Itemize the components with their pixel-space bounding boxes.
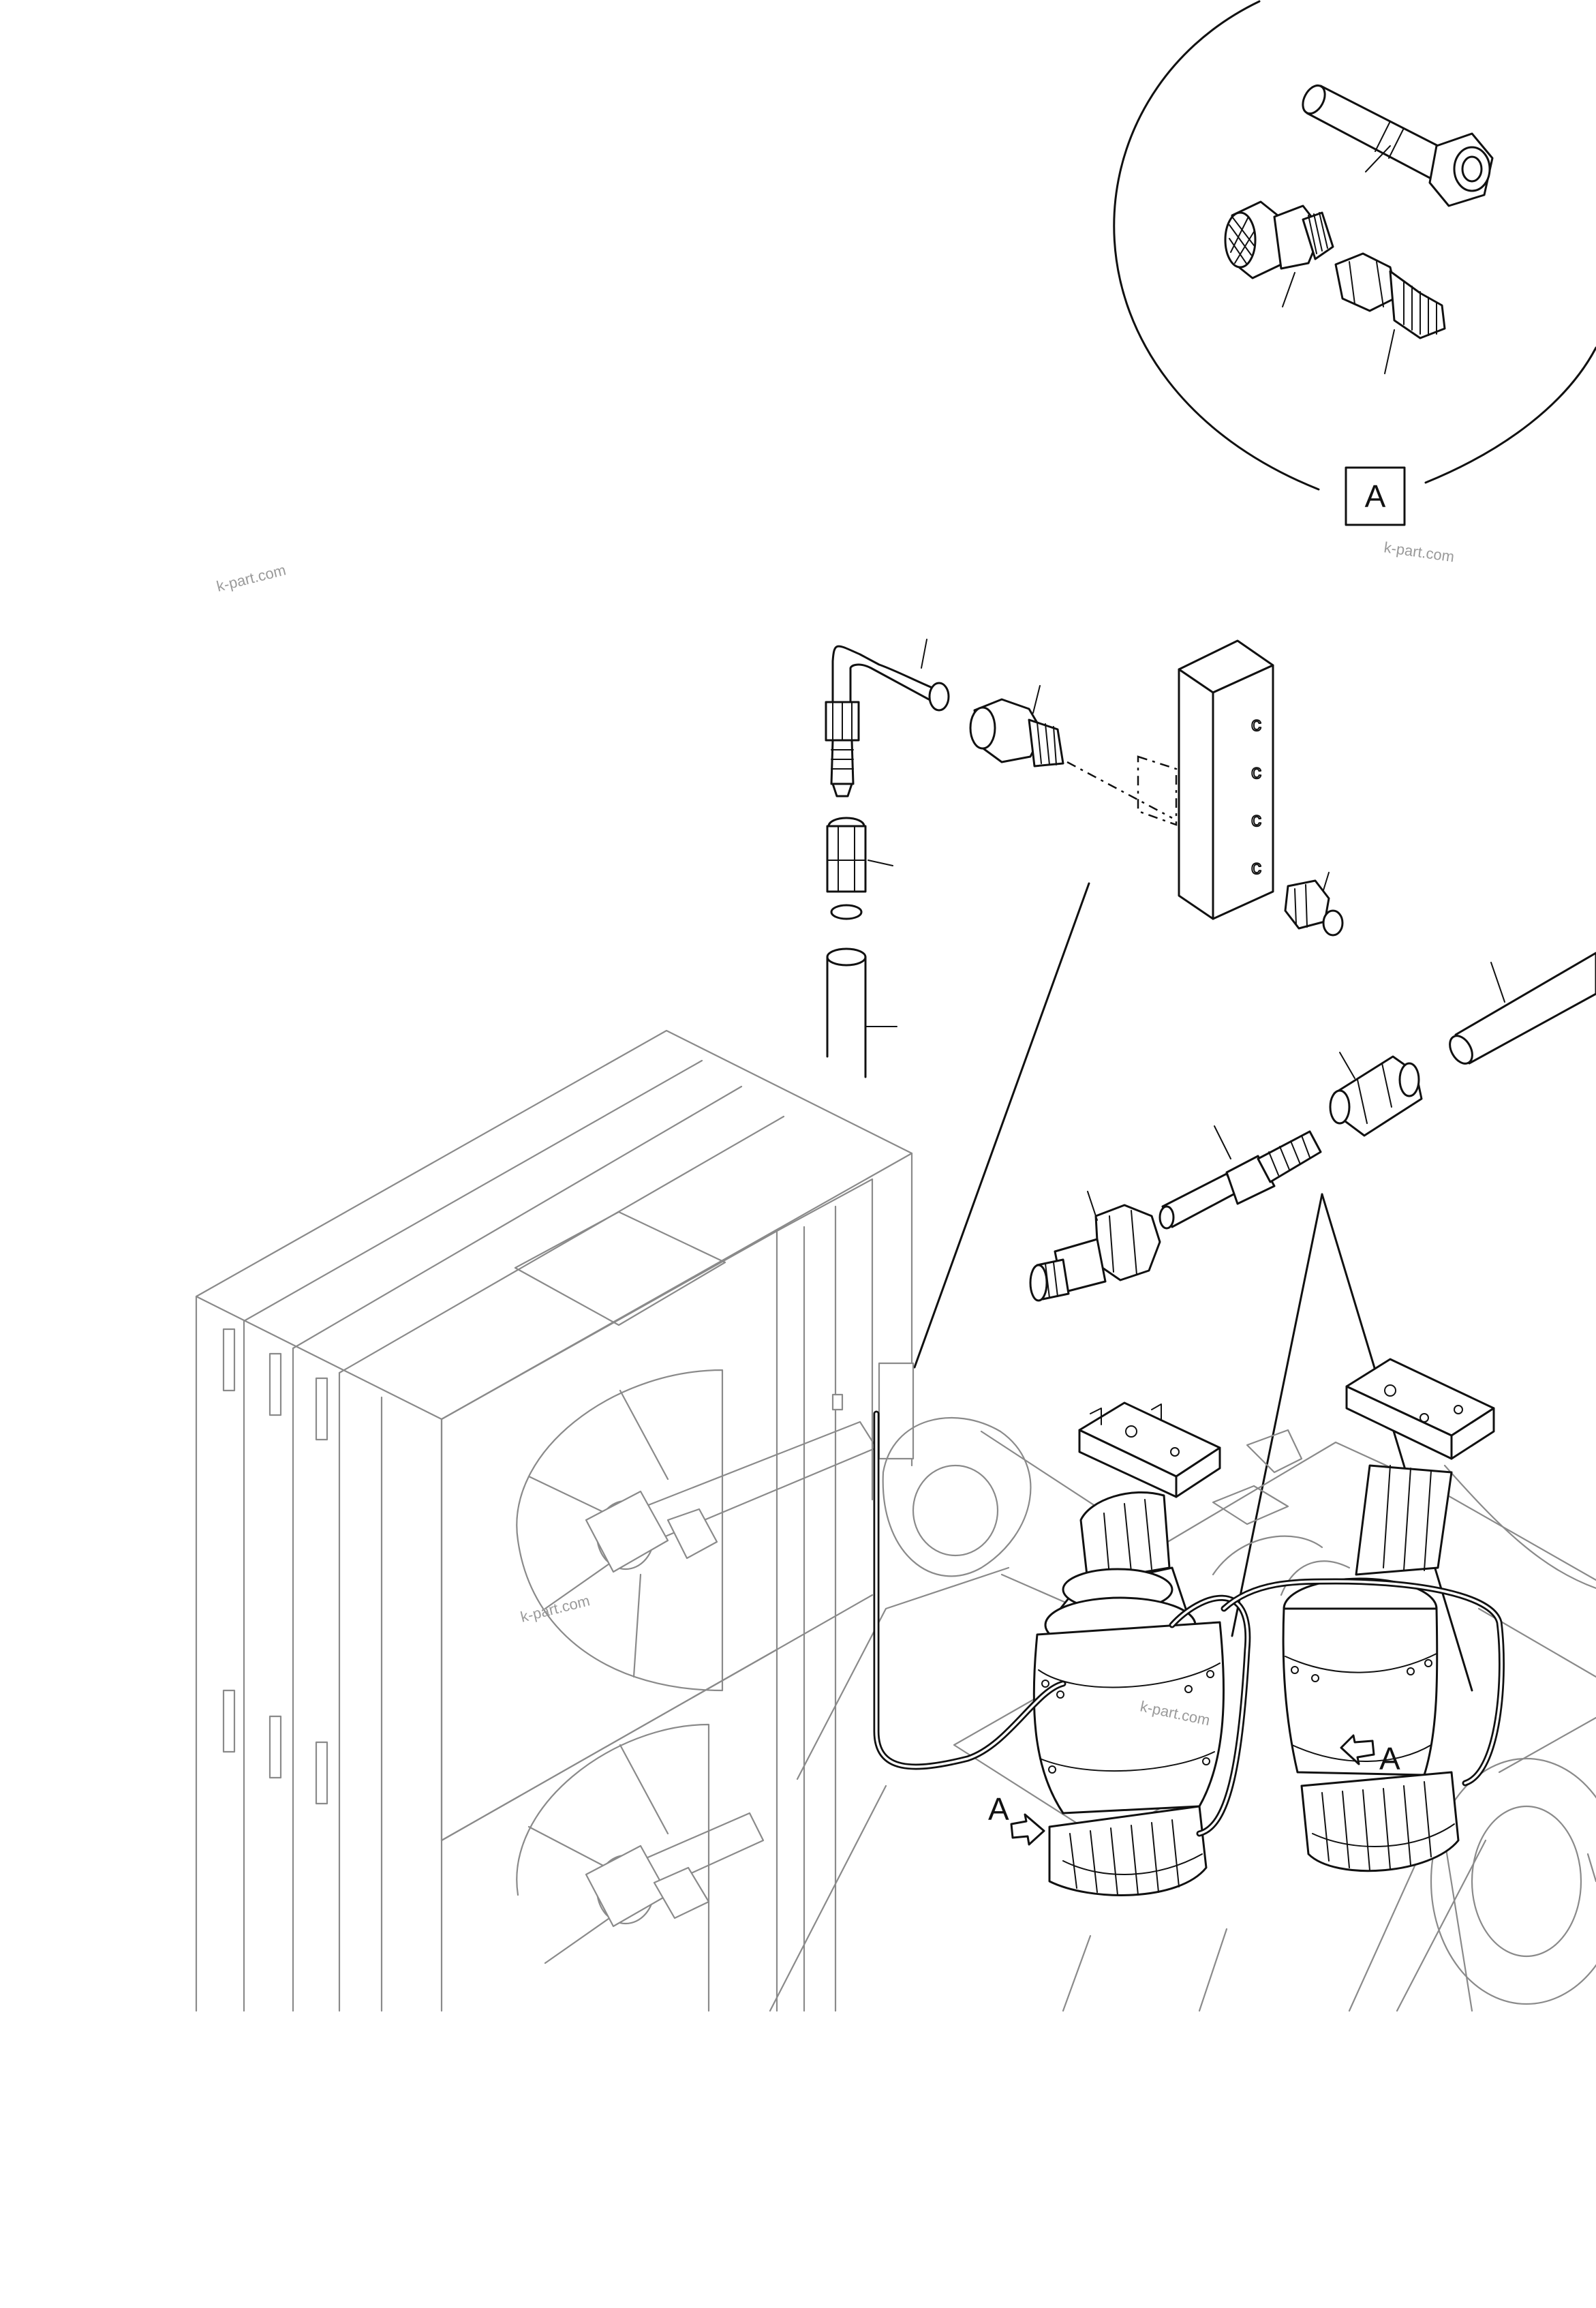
left-motor-assembly bbox=[1032, 1401, 1225, 1896]
svg-text:c: c bbox=[1251, 761, 1261, 783]
svg-text:c: c bbox=[1251, 856, 1261, 879]
exploded-parts-right bbox=[1029, 952, 1596, 1692]
watermark: k-part.com bbox=[1383, 538, 1455, 565]
detail-label: A bbox=[1365, 479, 1386, 514]
strainer-fitting-part bbox=[1224, 200, 1334, 307]
male-adapter-part bbox=[1029, 1191, 1161, 1302]
view-arrow-icon bbox=[1340, 1734, 1375, 1765]
view-arrow-icon bbox=[1010, 1813, 1045, 1846]
watermark: k-part.com bbox=[519, 1592, 592, 1625]
long-tube-part bbox=[1454, 952, 1596, 1065]
view-marker-right: A bbox=[1340, 1734, 1400, 1776]
leader-line bbox=[921, 639, 927, 669]
barbed-tail-part bbox=[1158, 1125, 1322, 1230]
distribution-block-part: c c c c bbox=[1178, 639, 1274, 920]
hose-routing bbox=[873, 1410, 1505, 1837]
hose-barb-part bbox=[825, 701, 860, 798]
svg-text:c: c bbox=[1251, 713, 1261, 735]
bent-tube-part bbox=[831, 645, 942, 708]
detail-view-a: A bbox=[1113, 0, 1596, 526]
view-marker-label: A bbox=[1379, 1741, 1400, 1776]
watermark: k-part.com bbox=[215, 561, 288, 594]
exploded-parts-upper: c c c c bbox=[825, 639, 1344, 1369]
radiator-assembly bbox=[195, 1029, 915, 2012]
plug-part bbox=[1284, 872, 1344, 937]
detail-circle-arc-left bbox=[1113, 0, 1320, 491]
union-fitting-part bbox=[1334, 252, 1446, 374]
svg-text:c: c bbox=[1251, 808, 1261, 831]
swivel-nut-part bbox=[826, 817, 893, 920]
view-marker-label: A bbox=[988, 1791, 1009, 1827]
right-motor-assembly bbox=[1282, 1358, 1495, 1872]
adapter-part bbox=[969, 685, 1064, 768]
detail-label-box bbox=[1345, 466, 1406, 526]
hose-end-part bbox=[1302, 84, 1494, 207]
detail-circle-arc-right bbox=[1424, 346, 1596, 484]
view-marker-left: A bbox=[988, 1791, 1045, 1846]
tube-stub-part bbox=[826, 947, 897, 1078]
tube-nut-part bbox=[1329, 1052, 1423, 1137]
